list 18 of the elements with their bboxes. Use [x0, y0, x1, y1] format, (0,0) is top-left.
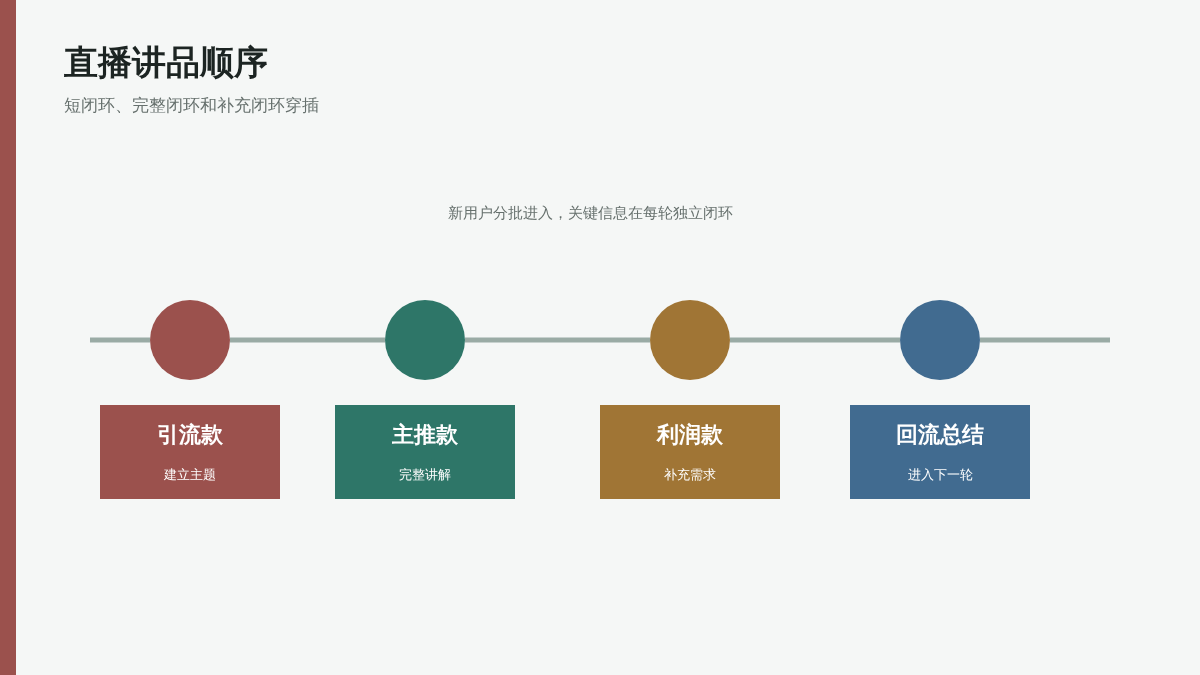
title: 直播讲品顺序 [64, 41, 268, 84]
note-text: 新用户分批进入，关键信息在每轮独立闭环 [448, 204, 733, 223]
card-subtext: 建立主题 [164, 466, 216, 484]
subtitle: 短闭环、完整闭环和补充闭环穿插 [64, 94, 319, 117]
card-heading: 回流总结 [896, 421, 984, 449]
card-heading: 主推款 [392, 421, 458, 449]
card-heading: 引流款 [157, 421, 223, 449]
connector-line [230, 337, 385, 343]
product-card [100, 405, 280, 499]
product-card [335, 405, 515, 499]
connector-line [730, 337, 900, 343]
product-card [850, 405, 1030, 499]
card-subtext: 补充需求 [664, 466, 716, 484]
card-heading: 利润款 [657, 421, 723, 449]
card-subtext: 进入下一轮 [907, 466, 973, 484]
product-card [600, 405, 780, 499]
card-subtext: 完整讲解 [399, 466, 451, 484]
connector-line [465, 337, 650, 343]
